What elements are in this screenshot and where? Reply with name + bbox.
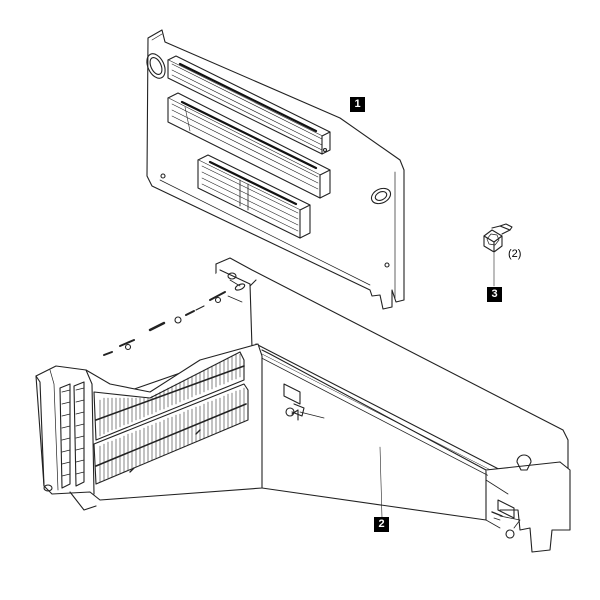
callout-screw: 3 xyxy=(487,287,502,302)
riser-bracket xyxy=(35,257,571,553)
riser-card xyxy=(146,29,405,310)
screw xyxy=(483,223,513,253)
callout-riser-bracket: 2 xyxy=(374,517,389,532)
screw-quantity-label: (2) xyxy=(508,248,522,260)
callout-riser-card: 1 xyxy=(350,97,365,112)
